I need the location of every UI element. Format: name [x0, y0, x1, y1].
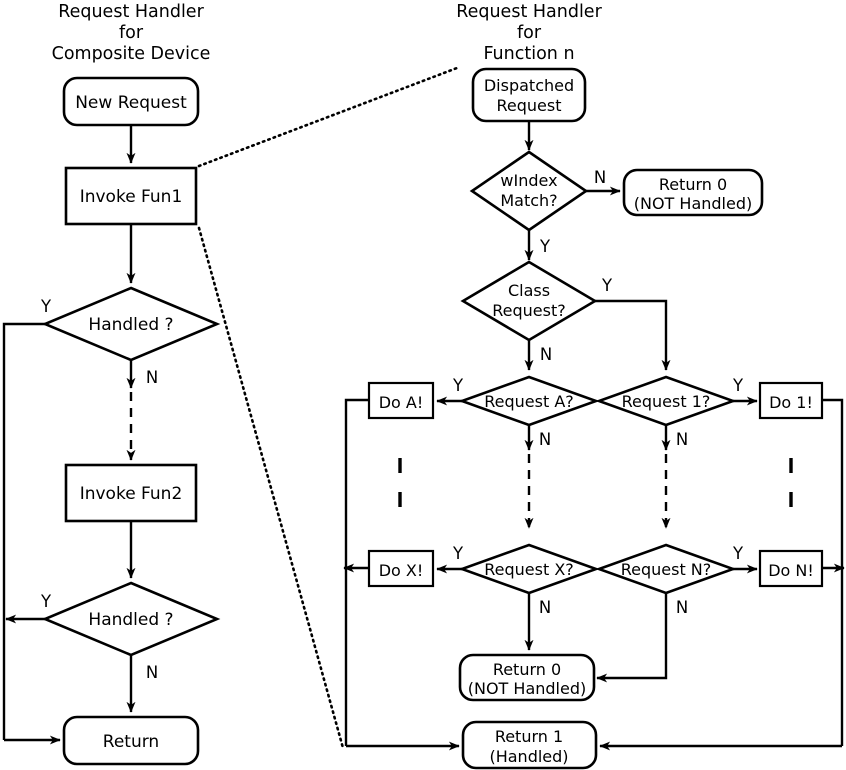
node-return-1-line-1: Return 1 — [495, 727, 563, 746]
edge-label-req-a-no: N — [539, 430, 551, 449]
node-do-1-label: Do 1! — [769, 393, 813, 412]
edge-label-handled2-no: N — [146, 663, 158, 682]
edge-label-req-1-no: N — [676, 430, 688, 449]
edge-label-req-1-yes: Y — [732, 376, 744, 395]
node-invoke-fun2-label: Invoke Fun2 — [80, 484, 183, 504]
right-title-line-1: Request Handler — [456, 2, 602, 22]
node-handled-1-label: Handled ? — [88, 315, 173, 335]
node-invoke-fun2 — [64, 463, 198, 523]
node-do-x — [367, 549, 435, 588]
dotted-connector-bottom — [197, 226, 345, 750]
node-return-0-top — [622, 168, 764, 217]
dotted-connector-top — [197, 66, 459, 168]
node-class-request-line-1: Class — [508, 281, 550, 300]
node-do-a-label: Do A! — [379, 393, 424, 412]
node-return — [62, 715, 200, 766]
node-return-0-bottom-line-2: (NOT Handled) — [468, 679, 586, 698]
edge-label-req-a-yes: Y — [452, 376, 464, 395]
edge-label-class-yes: Y — [601, 276, 613, 295]
node-return-1-line-2: (Handled) — [489, 747, 568, 766]
node-return-0-bottom — [458, 653, 596, 702]
node-return-0-top-line-1: Return 0 — [659, 175, 727, 194]
edge-handled1-yes-rail — [2, 322, 45, 740]
left-title-line-3: Composite Device — [52, 44, 211, 64]
node-return-0-top-line-2: (NOT Handled) — [634, 194, 752, 213]
edge-label-req-n-yes: Y — [732, 544, 744, 563]
node-request-x-label: Request X? — [484, 560, 574, 579]
left-title-line-1: Request Handler — [58, 2, 204, 22]
edge-class-yes-to-request-1 — [595, 299, 671, 371]
node-dispatched-request-line-2: Request — [497, 96, 562, 115]
node-dispatched-request-line-1: Dispatched — [484, 76, 574, 95]
node-do-n-label: Do N! — [768, 561, 814, 580]
right-title-line-3: Function n — [483, 44, 574, 64]
node-class-request-line-2: Request? — [492, 301, 565, 320]
edge-label-windex-no: N — [594, 168, 606, 187]
node-windex-match-line-1: wIndex — [500, 171, 557, 190]
edge-do-1-to-right-rail — [822, 398, 844, 746]
edge-do-a-to-left-rail — [344, 398, 369, 746]
node-do-x-label: Do X! — [379, 561, 424, 580]
right-title-line-2: for — [517, 23, 542, 43]
node-request-1-label: Request 1? — [622, 392, 711, 411]
node-do-n — [758, 549, 824, 588]
node-invoke-fun1-label: Invoke Fun1 — [80, 187, 183, 207]
node-invoke-fun1 — [64, 166, 198, 226]
node-return-1 — [461, 720, 598, 770]
left-title-line-2: for — [119, 23, 144, 43]
edge-label-req-n-no: N — [676, 598, 688, 617]
node-return-0-bottom-line-1: Return 0 — [493, 660, 561, 679]
edge-label-windex-yes: Y — [539, 237, 551, 256]
edge-label-class-no: N — [540, 345, 552, 364]
edge-label-req-x-no: N — [539, 598, 551, 617]
node-handled-2-label: Handled ? — [88, 610, 173, 630]
edge-label-handled1-yes: Y — [40, 297, 52, 316]
node-request-a-label: Request A? — [484, 392, 574, 411]
node-new-request-label: New Request — [75, 93, 187, 113]
node-windex-match-line-2: Match? — [500, 191, 557, 210]
edge-req-n-no-to-return-0-bottom — [596, 593, 668, 683]
edge-label-handled2-yes: Y — [40, 592, 52, 611]
node-request-n-label: Request N? — [621, 560, 712, 579]
edge-label-req-x-yes: Y — [452, 544, 464, 563]
edge-label-handled1-no: N — [146, 368, 158, 387]
node-return-label: Return — [103, 732, 159, 752]
